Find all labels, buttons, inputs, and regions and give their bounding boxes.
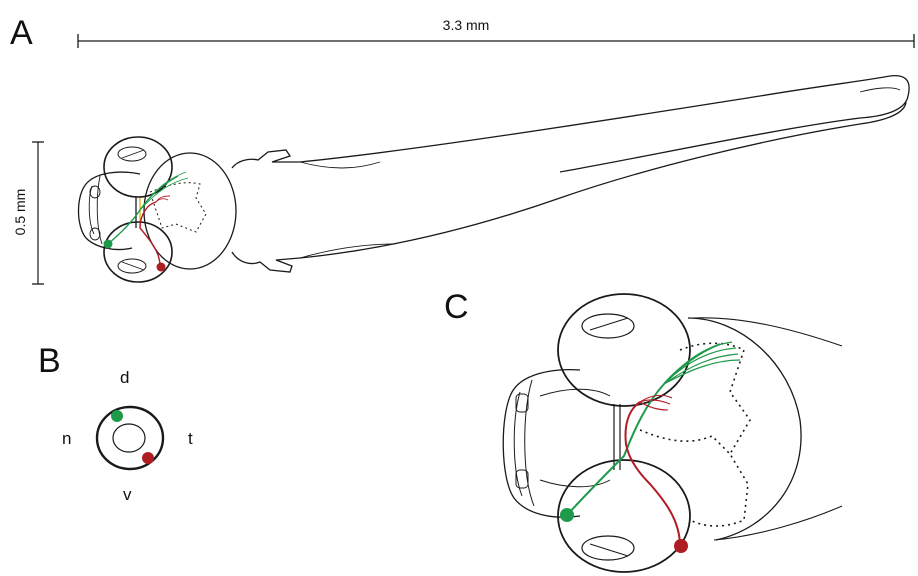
panel-label-b: B (38, 344, 61, 378)
scale-label-vertical: 0.5 mm (13, 189, 27, 236)
scale-bar-vertical (32, 142, 44, 284)
panel-label-c: C (444, 290, 469, 324)
head-eye-upper (558, 294, 690, 406)
panel-label-a: A (10, 16, 33, 50)
larva-eye-upper (104, 137, 172, 197)
larva-axons (104, 172, 189, 272)
larva-body-outline (79, 76, 910, 272)
scale-bar-horizontal (78, 34, 914, 48)
larva-eye-lower (104, 222, 172, 282)
orientation-label-temporal: t (188, 430, 193, 447)
orientation-label-ventral: v (123, 486, 132, 503)
head-enlarged-outline (503, 318, 842, 540)
scale-label-horizontal: 3.3 mm (443, 18, 490, 32)
head-axons (560, 342, 740, 553)
eye-orientation-diagram (97, 407, 163, 469)
orientation-label-nasal: n (62, 430, 71, 447)
orientation-label-dorsal: d (120, 369, 129, 386)
